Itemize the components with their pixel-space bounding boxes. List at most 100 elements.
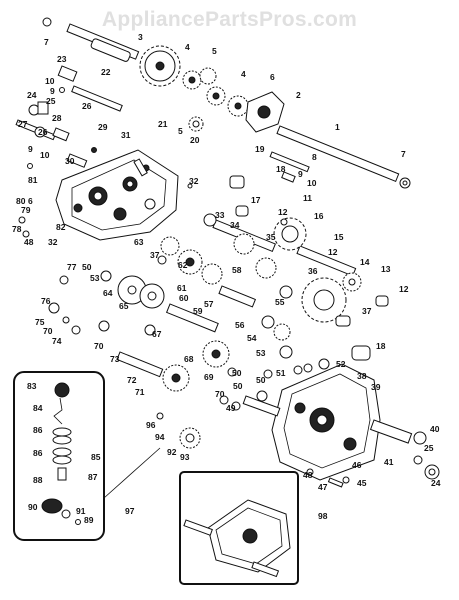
part-callout-62: 62 <box>178 260 188 270</box>
part-callout-50: 50 <box>233 381 243 391</box>
part-callout-72: 72 <box>127 375 137 385</box>
part-callout-20: 20 <box>190 135 200 145</box>
small-parts <box>18 17 411 488</box>
part-callout-16: 16 <box>314 211 324 221</box>
part-callout-2: 2 <box>296 90 301 100</box>
part-callout-9: 9 <box>50 86 55 96</box>
part-callout-39: 39 <box>371 382 381 392</box>
part-callout-84: 84 <box>33 403 43 413</box>
right-housing-assembly <box>242 363 440 481</box>
part-callout-4: 4 <box>185 42 190 52</box>
part-callout-64: 64 <box>103 288 113 298</box>
part-callout-5: 5 <box>178 126 183 136</box>
part-callout-24: 24 <box>431 478 441 488</box>
part-callout-36: 36 <box>308 266 318 276</box>
part-callout-67: 67 <box>152 329 162 339</box>
part-callout-6: 6 <box>28 196 33 206</box>
part-callout-14: 14 <box>360 257 370 267</box>
part-callout-54: 54 <box>247 333 257 343</box>
part-callout-78: 78 <box>12 224 22 234</box>
part-callout-7: 7 <box>401 149 406 159</box>
part-callout-1: 1 <box>335 122 340 132</box>
shafts <box>15 23 400 378</box>
part-callout-68: 68 <box>184 354 194 364</box>
part-callout-80: 80 <box>16 196 26 206</box>
part-callout-49: 49 <box>226 403 236 413</box>
part-callout-30: 30 <box>65 156 75 166</box>
part-callout-73: 73 <box>110 354 120 364</box>
part-callout-18: 18 <box>376 341 386 351</box>
part-callout-94: 94 <box>155 432 165 442</box>
part-callout-37: 37 <box>150 250 160 260</box>
part-callout-12: 12 <box>328 247 338 257</box>
gears <box>117 45 362 449</box>
part-callout-37: 37 <box>362 306 372 316</box>
part-callout-53: 53 <box>90 273 100 283</box>
part-callout-81: 81 <box>28 175 38 185</box>
part-callout-10: 10 <box>40 150 50 160</box>
part-callout-17: 17 <box>251 195 261 205</box>
part-callout-56: 56 <box>235 320 245 330</box>
part-callout-63: 63 <box>134 237 144 247</box>
part-callout-71: 71 <box>135 387 145 397</box>
part-callout-10: 10 <box>307 178 317 188</box>
part-callout-75: 75 <box>35 317 45 327</box>
part-callout-98: 98 <box>318 511 328 521</box>
part-callout-32: 32 <box>48 237 58 247</box>
part-callout-23: 23 <box>57 54 67 64</box>
part-callout-85: 85 <box>91 452 101 462</box>
part-callout-24: 24 <box>27 90 37 100</box>
part-callout-97: 97 <box>125 506 135 516</box>
assembled-unit-inset <box>179 471 299 585</box>
part-callout-57: 57 <box>204 299 214 309</box>
part-callout-69: 69 <box>204 372 214 382</box>
part-callout-50: 50 <box>82 262 92 272</box>
part-callout-59: 59 <box>193 306 203 316</box>
part-callout-47: 47 <box>318 482 328 492</box>
part-callout-55: 55 <box>275 297 285 307</box>
part-callout-11: 11 <box>303 193 312 203</box>
part-callout-15: 15 <box>334 232 344 242</box>
part-callout-79: 79 <box>21 205 31 215</box>
part-callout-86: 86 <box>33 448 43 458</box>
part-callout-21: 21 <box>158 119 168 129</box>
part-callout-33: 33 <box>215 210 225 220</box>
part-callout-58: 58 <box>232 265 242 275</box>
part-callout-28: 28 <box>52 113 62 123</box>
part-callout-96: 96 <box>146 420 156 430</box>
part-callout-77: 77 <box>67 262 77 272</box>
part-callout-4: 4 <box>241 69 246 79</box>
part-callout-46: 46 <box>352 460 362 470</box>
part-callout-48: 48 <box>24 237 34 247</box>
part-callout-25: 25 <box>46 96 56 106</box>
part-callout-76: 76 <box>41 296 51 306</box>
part-callout-88: 88 <box>33 475 43 485</box>
part-callout-27: 27 <box>18 119 28 129</box>
part-callout-18: 18 <box>276 164 286 174</box>
part-callout-65: 65 <box>119 301 129 311</box>
part-callout-5: 5 <box>212 46 217 56</box>
part-callout-41: 41 <box>384 457 394 467</box>
part-callout-9: 9 <box>28 144 33 154</box>
part-callout-8: 8 <box>312 152 317 162</box>
part-callout-9: 9 <box>298 169 303 179</box>
part-callout-51: 51 <box>276 368 286 378</box>
part-callout-93: 93 <box>180 452 190 462</box>
part-callout-25: 25 <box>424 443 434 453</box>
part-callout-29: 29 <box>98 122 108 132</box>
part-callout-53: 53 <box>256 348 266 358</box>
part-callout-40: 40 <box>430 424 440 434</box>
part-callout-12: 12 <box>278 207 288 217</box>
detail-inset-spring-assembly <box>13 371 161 541</box>
part-callout-83: 83 <box>27 381 37 391</box>
part-callout-52: 52 <box>336 359 346 369</box>
part-callout-26: 26 <box>82 101 92 111</box>
watermark: AppliancePartsPros.com <box>101 8 358 31</box>
part-callout-26: 26 <box>38 127 48 137</box>
part-callout-35: 35 <box>266 232 276 242</box>
part-callout-31: 31 <box>121 130 131 140</box>
part-callout-7: 7 <box>44 37 49 47</box>
